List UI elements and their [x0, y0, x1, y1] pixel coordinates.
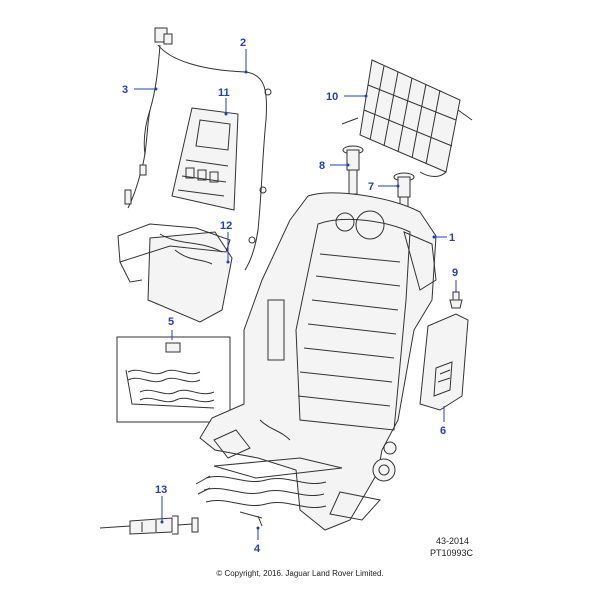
- figure-number: 43-2014: [436, 536, 469, 546]
- callout-13: 13: [155, 484, 167, 496]
- part-2-harness-cable: [154, 27, 272, 271]
- callout-10: 10: [326, 91, 338, 103]
- callouts: 1 2 3 4 5 6 7 8 9 10 11: [122, 37, 458, 555]
- part-12-back-panel: [117, 223, 233, 323]
- callout-9: 9: [452, 267, 458, 279]
- callout-5: 5: [168, 316, 174, 328]
- callout-8: 8: [319, 160, 325, 172]
- callout-12: 12: [220, 220, 232, 232]
- callout-4: 4: [254, 543, 261, 555]
- part-code: PT10993C: [430, 548, 474, 558]
- copyright-notice: © Copyright, 2016. Jaguar Land Rover Lim…: [216, 569, 383, 578]
- callout-1: 1: [449, 232, 455, 244]
- part-10-mesh: [341, 59, 473, 177]
- callout-3: 3: [122, 84, 128, 96]
- callout-11: 11: [218, 87, 230, 99]
- part-13-syringe: [99, 515, 199, 535]
- callout-2: 2: [240, 37, 246, 49]
- part-11-panel: [171, 107, 239, 211]
- part-6-side-module: [419, 313, 469, 411]
- part-4-wire-mat: [195, 457, 343, 527]
- seat-back-frame: [199, 192, 437, 531]
- part-9-clip: [449, 291, 463, 309]
- part-5-heater-inset: [116, 336, 231, 423]
- callout-7: 7: [368, 181, 374, 193]
- callout-6: 6: [440, 425, 446, 437]
- part-8-headrest-guide: [342, 145, 364, 195]
- part-3-small-harness: [124, 44, 161, 209]
